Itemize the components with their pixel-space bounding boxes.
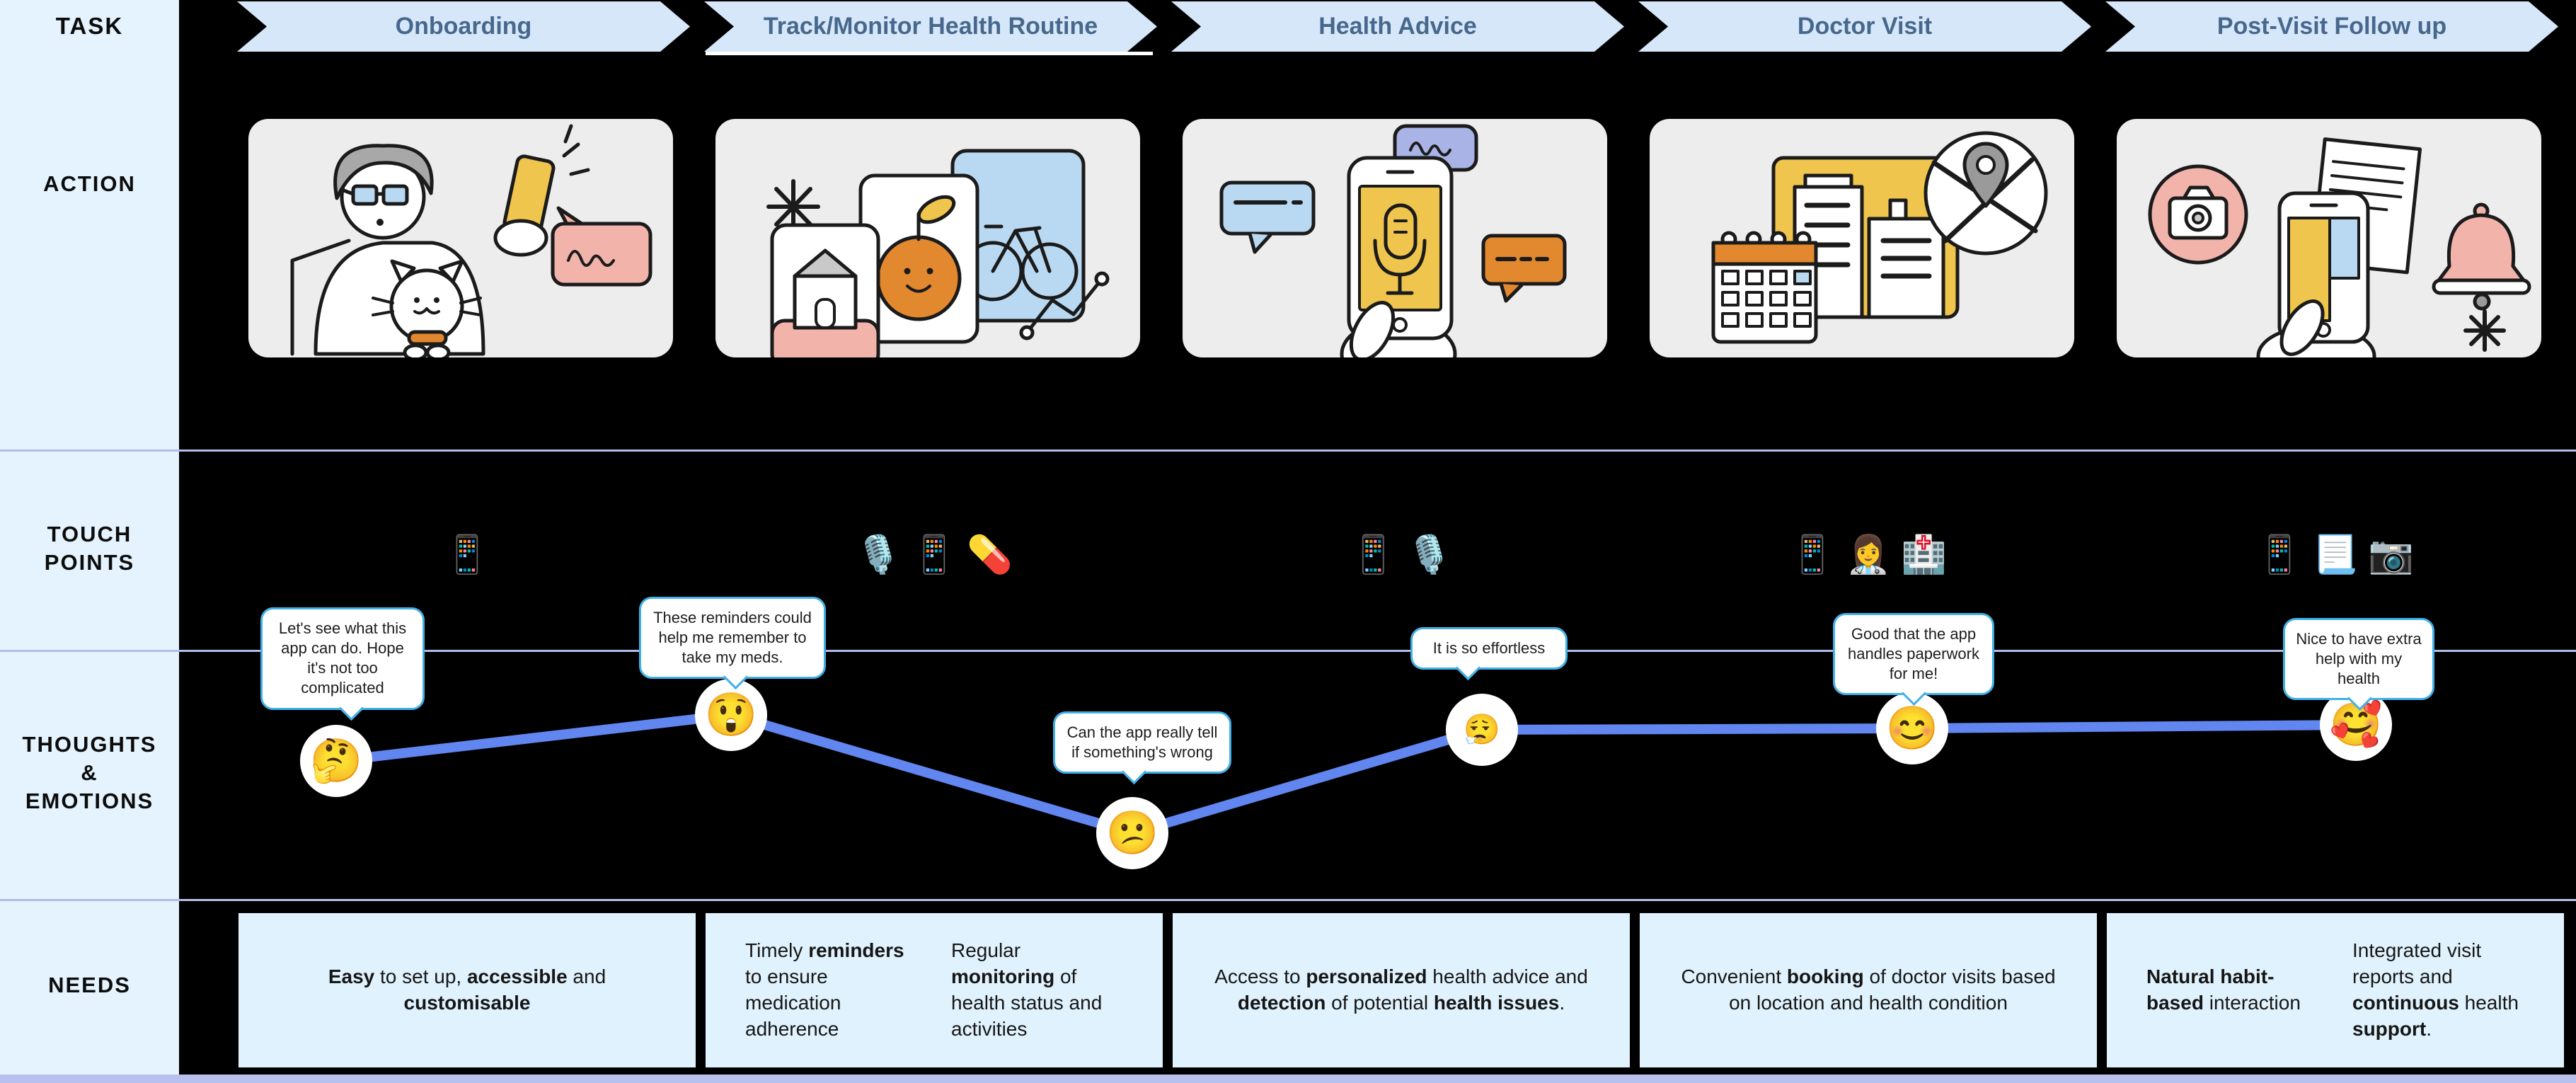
row-label-sidebar: TASK ACTION TOUCH POINTS THOUGHTS & EMOT… [0, 0, 179, 1075]
thought-bubble: Good that the app handles paperwork for … [1833, 613, 1994, 706]
row-divider-line [0, 899, 2576, 901]
needs-text-block: Integrated visit reports and continuous … [2352, 939, 2519, 1040]
task-row-label: TASK [55, 13, 124, 40]
touchpoints-group: 🎙️📱💊 [704, 532, 1164, 578]
page-with-curl-icon: 📃 [2312, 534, 2359, 575]
row-divider-line [0, 650, 2576, 652]
studio-microphone-icon: 🎙️ [855, 534, 902, 575]
camera-icon: 📷 [2368, 534, 2415, 575]
mobile-phone-icon: 📱 [444, 534, 490, 575]
thought-bubble: Nice to have extra help with my health [2283, 618, 2434, 711]
task-arrow-track-monitor-health-routine: Track/Monitor Health Routine [704, 1, 1157, 52]
task-label: Onboarding [395, 13, 532, 40]
action-row-label: ACTION [43, 171, 136, 196]
needs-row-label: NEEDS [48, 973, 131, 998]
needs-card: Timely reminders to ensure medication ad… [706, 913, 1163, 1067]
mobile-phone-icon: 📱 [911, 534, 958, 575]
needs-card: Convenient booking of doctor visits base… [1640, 913, 2097, 1067]
doctor-visit-booking-illustration [1711, 131, 2048, 344]
sidebar-row-touchpoints: TOUCH POINTS [0, 448, 179, 649]
thought-bubble: Can the app really tell if something's w… [1053, 711, 1231, 785]
touchpoints-group: 📱 [237, 532, 697, 578]
studio-microphone-icon: 🎙️ [1406, 534, 1452, 575]
task-arrow-doctor-visit: Doctor Visit [1638, 1, 2091, 52]
touchpoints-group: 📱👩‍⚕️🏥 [1638, 532, 2098, 578]
mobile-phone-icon: 📱 [2256, 534, 2303, 575]
health-routine-cards-illustration [766, 149, 1110, 357]
senior-using-phone-with-cat-illustration [290, 124, 652, 357]
active-task-underline [706, 52, 1153, 55]
action-card [248, 119, 673, 357]
astonished-face-emoji: 😲 [695, 679, 767, 751]
thinking-face-emoji: 🤔 [300, 725, 372, 797]
needs-text-block: Regular monitoring of health status and … [951, 939, 1103, 1040]
thought-bubble: These reminders could help me remember t… [639, 597, 826, 690]
task-arrow-post-visit-follow-up: Post-Visit Follow up [2105, 1, 2558, 52]
task-arrow-health-advice: Health Advice [1171, 1, 1624, 52]
confused-face-emoji: 😕 [1096, 797, 1168, 869]
action-card [2117, 119, 2541, 357]
touchpoints-group: 📱🎙️ [1171, 532, 1631, 578]
smiling-face-with-hearts-emoji: 🥰 [2320, 689, 2392, 761]
needs-text-block: Natural habit-based interaction [2146, 965, 2301, 1014]
task-label: Doctor Visit [1797, 13, 1933, 40]
thought-bubble: It is so effortless [1410, 627, 1568, 681]
hospital-icon: 🏥 [1901, 534, 1948, 575]
needs-text-block: Access to personalized health advice and… [1214, 965, 1588, 1014]
needs-card: Natural habit-based interaction Integrate… [2107, 913, 2564, 1067]
sidebar-row-task: TASK [0, 0, 179, 53]
task-arrow-onboarding: Onboarding [237, 1, 690, 52]
sidebar-row-needs: NEEDS [0, 897, 179, 1075]
needs-text-block: Easy to set up, accessible and customisa… [328, 965, 606, 1014]
action-card [1183, 119, 1607, 357]
touchpoints-row-label: TOUCH POINTS [44, 521, 135, 575]
mobile-phone-icon: 📱 [1350, 534, 1396, 575]
row-divider-line [0, 449, 2576, 452]
thought-bubble: Let's see what this app can do. Hope it'… [260, 607, 425, 721]
mobile-phone-icon: 📱 [1789, 534, 1836, 575]
health-worker-icon: 👩‍⚕️ [1845, 534, 1892, 575]
sidebar-row-thoughts-emotions: THOUGHTS & EMOTIONS [0, 649, 179, 897]
face-exhaling-emoji: 😮‍💨 [1446, 694, 1518, 766]
voice-health-advice-illustration [1219, 124, 1567, 357]
task-label: Post-Visit Follow up [2216, 13, 2447, 40]
thoughts-emotions-row-label: THOUGHTS & EMOTIONS [22, 731, 157, 814]
needs-card: Access to personalized health advice and… [1173, 913, 1630, 1067]
needs-text-block: Timely reminders to ensure medication ad… [745, 939, 904, 1040]
touchpoints-group: 📱📃📷 [2105, 532, 2565, 578]
action-card [1650, 119, 2074, 357]
bottom-edge-strip [0, 1075, 2576, 1083]
sidebar-row-action: ACTION [0, 127, 179, 241]
needs-card: Easy to set up, accessible and customisa… [238, 913, 696, 1067]
task-label: Health Advice [1318, 13, 1477, 40]
pill-icon: 💊 [967, 534, 1013, 575]
action-card [715, 119, 1140, 357]
needs-text-block: Convenient booking of doctor visits base… [1681, 965, 2056, 1014]
task-label: Track/Monitor Health Routine [763, 13, 1098, 40]
post-visit-followup-illustration [2148, 137, 2531, 357]
